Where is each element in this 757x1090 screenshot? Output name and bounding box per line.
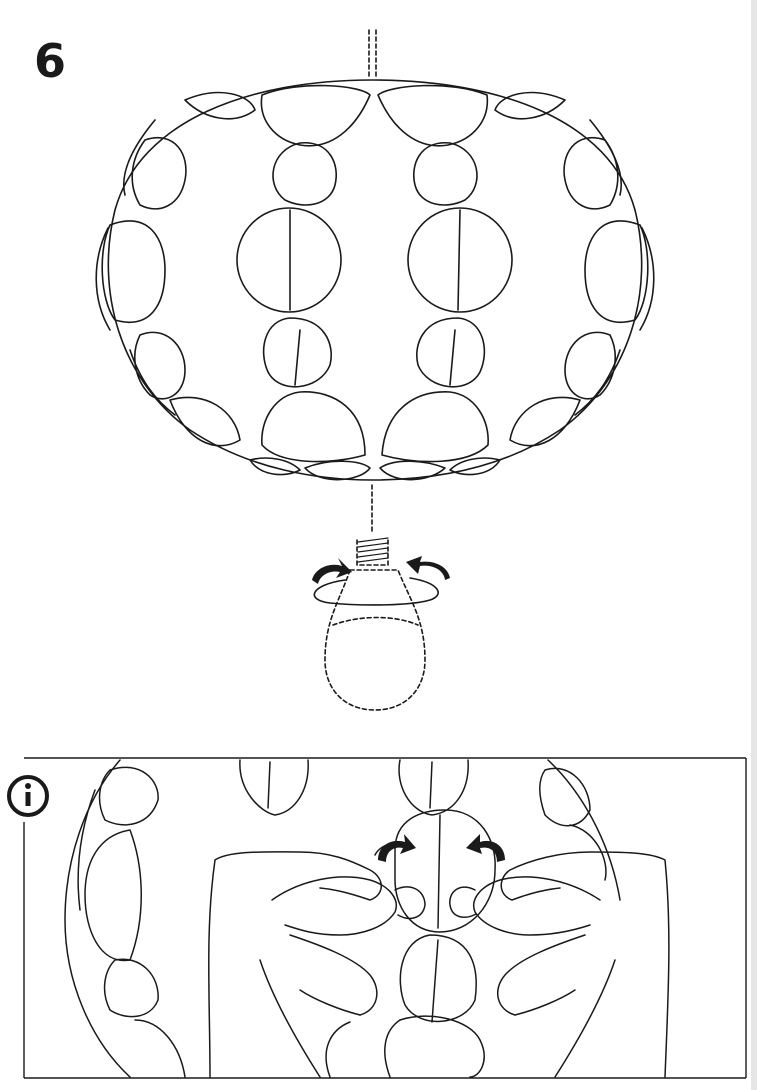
rotate-arrow-icon xyxy=(378,834,416,862)
rotate-arrow-icon xyxy=(312,558,352,584)
detail-frame xyxy=(23,757,747,1079)
step-number: 6 xyxy=(34,34,67,88)
rotate-arrow-icon xyxy=(406,556,450,580)
page-edge-strip xyxy=(751,0,757,1090)
bulb-thread xyxy=(357,537,389,563)
info-circle-icon xyxy=(7,775,49,817)
rotate-arrow-icon xyxy=(466,834,505,862)
lamp-shade xyxy=(95,79,655,481)
light-bulb-dashed xyxy=(324,484,426,711)
rotation-indicator xyxy=(313,577,439,606)
detail-illustration xyxy=(64,759,670,1078)
cord-dashed xyxy=(368,29,377,79)
